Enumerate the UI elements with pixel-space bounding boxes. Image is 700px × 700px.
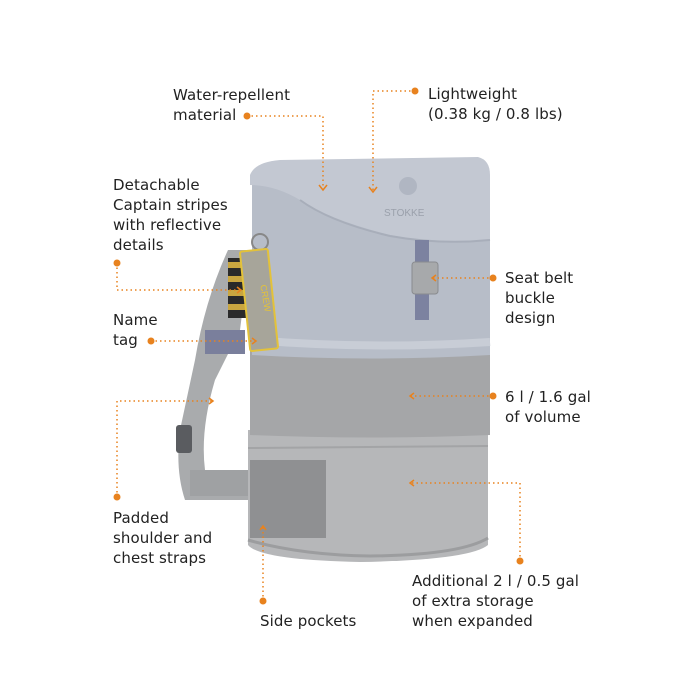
svg-text:CREW: CREW — [258, 284, 273, 313]
callout-line: tag — [113, 331, 138, 349]
callout-line: Detachable — [113, 176, 200, 194]
side-pocket-mesh — [250, 460, 326, 538]
leader-lines — [116, 90, 521, 601]
callout-dots — [113, 87, 524, 605]
strap-buckle — [176, 425, 192, 453]
callout-line: shoulder and — [113, 529, 213, 547]
callout-line: of extra storage — [412, 592, 534, 610]
callout-line: details — [113, 236, 164, 254]
callout-water-repellent: Water-repellent material — [173, 85, 290, 125]
callout-line: Side pockets — [260, 612, 357, 630]
callout-line: with reflective — [113, 216, 222, 234]
callout-line: design — [505, 309, 556, 327]
callout-seat-belt-buckle: Seat belt buckle design — [505, 268, 573, 328]
callout-line: when expanded — [412, 612, 533, 630]
callout-line: 6 l / 1.6 gal — [505, 388, 591, 406]
callout-line: of volume — [505, 408, 581, 426]
callout-captain-stripes: Detachable Captain stripes with reflecti… — [113, 175, 228, 255]
callout-line: Water-repellent — [173, 86, 291, 104]
callout-padded-straps: Padded shoulder and chest straps — [113, 508, 212, 568]
chest-strap — [190, 470, 250, 496]
callout-line: material — [173, 106, 237, 124]
bag-logo: STOKKE — [384, 208, 425, 219]
callout-line: Lightweight — [428, 85, 518, 103]
callout-volume: 6 l / 1.6 gal of volume — [505, 387, 591, 427]
callout-line: (0.38 kg / 0.8 lbs) — [428, 105, 563, 123]
callout-side-pockets: Side pockets — [260, 611, 356, 631]
callout-line: Padded — [113, 509, 169, 527]
stokke-logo-icon — [399, 177, 417, 195]
callout-name-tag: Name tag — [113, 310, 158, 350]
flap — [250, 157, 490, 242]
callout-extra-storage: Additional 2 l / 0.5 gal of extra storag… — [412, 571, 579, 631]
name-tag-icon: CREW — [205, 233, 279, 354]
callout-line: Name — [113, 311, 158, 329]
callout-line: Captain stripes — [113, 196, 228, 214]
callout-lightweight: Lightweight (0.38 kg / 0.8 lbs) — [428, 84, 563, 124]
callout-line: buckle — [505, 289, 555, 307]
arrowheads — [208, 184, 437, 531]
callout-line: chest straps — [113, 549, 207, 567]
callout-line: Seat belt — [505, 269, 574, 287]
middle-body — [250, 345, 490, 438]
callout-line: Additional 2 l / 0.5 gal — [412, 572, 580, 590]
